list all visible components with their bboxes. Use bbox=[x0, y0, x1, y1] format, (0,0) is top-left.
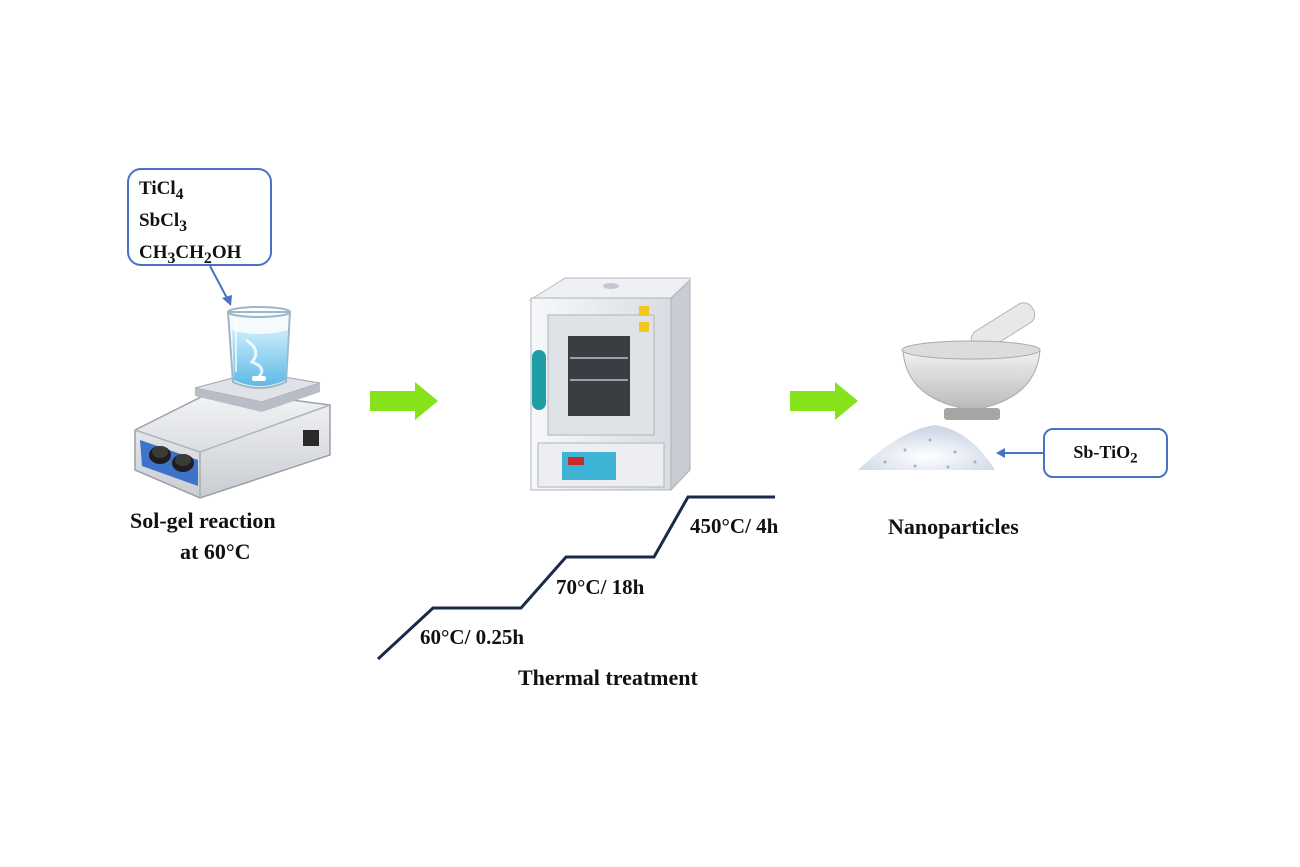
reagent-ethanol: CH3CH2OH bbox=[139, 241, 242, 267]
beaker-icon bbox=[226, 306, 292, 389]
drying-oven-icon bbox=[528, 277, 691, 492]
flow-arrow-2 bbox=[790, 382, 858, 420]
stage3-label: Nanoparticles bbox=[888, 514, 1019, 539]
stage2-label: Thermal treatment bbox=[518, 665, 698, 690]
flow-arrow-1 bbox=[370, 382, 438, 420]
step-label-3: 450°C/ 4h bbox=[690, 514, 779, 538]
stage1-label-line1: Sol-gel reaction bbox=[130, 508, 276, 533]
reagent-box: TiCl4 SbCl3 CH3CH2OH bbox=[127, 168, 272, 266]
thermal-profile-line bbox=[376, 495, 775, 661]
reagent-pointer-arrow bbox=[209, 265, 232, 306]
product-box: Sb-TiO2 bbox=[1043, 428, 1168, 478]
reagent-ticl4: TiCl4 bbox=[139, 178, 184, 203]
reagent-sbcl3: SbCl3 bbox=[139, 209, 188, 235]
step-label-1: 60°C/ 0.25h bbox=[420, 625, 525, 649]
product-pointer-arrow bbox=[996, 448, 1043, 458]
stage1-label-line2: at 60°C bbox=[180, 539, 251, 564]
powder-pile-icon bbox=[858, 425, 995, 470]
step-label-2: 70°C/ 18h bbox=[556, 575, 645, 599]
hotplate-stirrer-icon bbox=[134, 371, 331, 499]
mortar-pestle-icon bbox=[901, 302, 1041, 420]
